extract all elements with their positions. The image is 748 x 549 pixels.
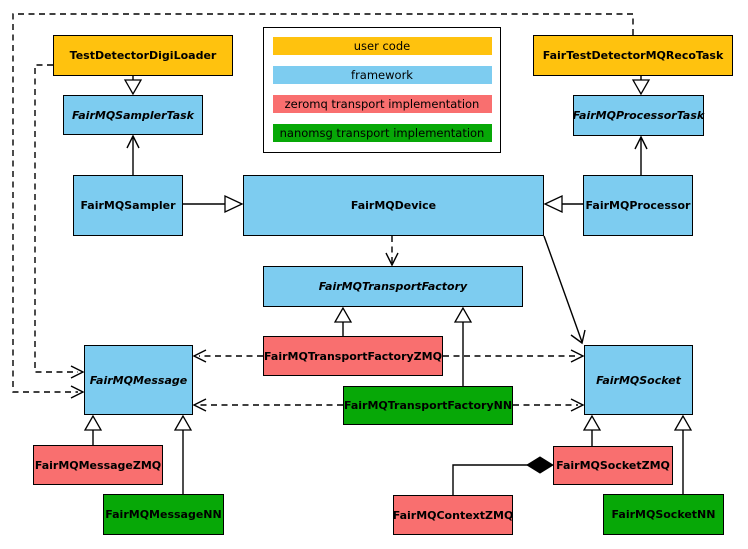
class-label: FairMQTransportFactory: [318, 280, 468, 293]
class-box-fairmqtransportfactory: FairMQTransportFactory: [263, 266, 523, 307]
class-label: FairMQProcessorTask: [572, 109, 705, 122]
class-label: FairMQMessageNN: [105, 508, 222, 521]
class-box-fairmqsocketnn: FairMQSocketNN: [603, 494, 724, 535]
class-box-fairmqsocket: FairMQSocket: [584, 345, 693, 415]
edge-digiloader-samplertask-inheritance: [123, 76, 143, 96]
class-box-fairmqsamplertask: FairMQSamplerTask: [63, 95, 203, 135]
edge-sampler-device-inheritance: [183, 194, 244, 214]
edge-tfnn-message-dependency: [192, 398, 343, 412]
edge-processor-processortask-association: [634, 135, 648, 175]
class-box-fairmqmessagezmq: FairMQMessageZMQ: [33, 445, 163, 485]
class-box-fairmqsocketzmq: FairMQSocketZMQ: [553, 446, 673, 485]
edge-sampler-samplertask-association: [126, 134, 140, 175]
legend-label: nanomsg transport implementation: [279, 126, 485, 140]
class-box-fairmqcontextzmq: FairMQContextZMQ: [393, 495, 513, 535]
edge-messagezmq-message-inheritance: [83, 414, 103, 445]
legend-item-zeromq: zeromq transport implementation: [272, 95, 492, 113]
class-box-fairmqprocessor: FairMQProcessor: [583, 175, 693, 236]
legend: user code framework zeromq transport imp…: [263, 27, 501, 153]
class-label: TestDetectorDigiLoader: [69, 49, 217, 62]
class-box-fairmqmessagenn: FairMQMessageNN: [103, 494, 224, 535]
class-label: FairMQProcessor: [585, 199, 691, 212]
edge-recotask-message-dependency: [12, 13, 634, 399]
edge-tfzmq-socket-dependency: [443, 349, 585, 363]
class-label: FairMQSocket: [596, 373, 681, 387]
edge-tfzmq-message-dependency: [192, 349, 263, 363]
edge-device-socket-association: [543, 235, 586, 345]
class-label: FairMQSocketZMQ: [556, 459, 670, 472]
edge-messagenn-message-inheritance: [173, 414, 193, 494]
class-label: FairMQMessage: [89, 373, 188, 387]
class-box-fairmqmessage: FairMQMessage: [84, 345, 193, 415]
class-label: FairMQSampler: [80, 199, 176, 212]
edge-contextzmq-socketzmq-composition: [452, 456, 554, 495]
class-box-fairmqprocessortask: FairMQProcessorTask: [573, 95, 704, 136]
legend-label: zeromq transport implementation: [284, 97, 480, 111]
class-label: FairMQSocketNN: [611, 508, 716, 521]
edge-recotask-processortask-inheritance: [631, 76, 651, 96]
class-label: FairMQContextZMQ: [392, 508, 514, 522]
class-label: FairMQTransportFactoryNN: [343, 399, 513, 412]
legend-label: framework: [351, 68, 413, 82]
class-box-fairmqtransportfactoryzmq: FairMQTransportFactoryZMQ: [263, 336, 443, 376]
class-box-testdetectordigiloader: TestDetectorDigiLoader: [53, 35, 233, 76]
class-label: FairMQMessageZMQ: [34, 458, 162, 472]
class-box-fairmqsampler: FairMQSampler: [73, 175, 183, 236]
class-box-fairmqdevice: FairMQDevice: [243, 175, 544, 236]
edge-tfnn-socket-dependency: [513, 398, 585, 412]
edge-digiloader-message-dependency: [34, 64, 85, 379]
class-label: FairTestDetectorMQRecoTask: [542, 49, 724, 62]
legend-item-nanomsg: nanomsg transport implementation: [272, 124, 492, 142]
edge-socketnn-socket-inheritance: [673, 414, 693, 494]
edge-tfnn-transportfactory-inheritance: [453, 306, 473, 386]
edge-socketzmq-socket-inheritance: [582, 414, 602, 446]
legend-item-user-code: user code: [272, 37, 492, 55]
edge-device-transportfactory-dependency: [385, 236, 399, 267]
class-label: FairMQDevice: [350, 199, 437, 212]
edge-tfzmq-transportfactory-inheritance: [333, 306, 353, 336]
edge-processor-device-inheritance: [543, 194, 583, 214]
class-box-fairtestdetectormqrecotask: FairTestDetectorMQRecoTask: [533, 35, 733, 76]
class-box-fairmqtransportfactorynn: FairMQTransportFactoryNN: [343, 386, 513, 425]
legend-item-framework: framework: [272, 66, 492, 84]
class-label: FairMQTransportFactoryZMQ: [264, 349, 442, 363]
legend-label: user code: [353, 39, 411, 53]
class-label: FairMQSamplerTask: [72, 108, 194, 122]
